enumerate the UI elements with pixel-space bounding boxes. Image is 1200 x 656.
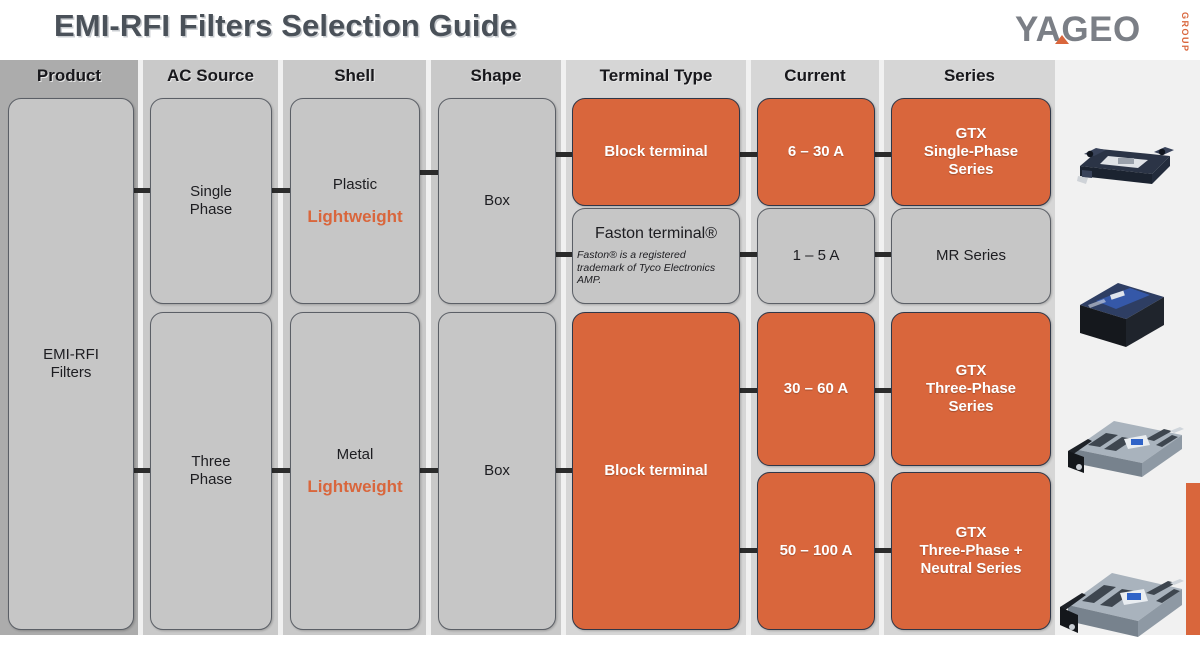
node-terminal-faston[interactable]: Faston terminal® Faston® is a registered…	[572, 208, 740, 304]
node-label: GTX Three-Phase + Neutral Series	[919, 523, 1023, 578]
filter-block-image	[1077, 147, 1174, 184]
connector-block2-to-30-60	[738, 388, 764, 393]
node-label: MR Series	[935, 246, 1006, 264]
connector-block-to-6-30	[738, 152, 764, 157]
connector-50-100-to-gtx-three-n	[869, 548, 897, 553]
node-series-gtx-three-phase-neutral[interactable]: GTX Three-Phase + Neutral Series	[891, 472, 1051, 630]
connector-shape-bottom-to-block2	[550, 468, 578, 473]
connector-three-to-metal	[268, 468, 294, 473]
node-current-50-100a[interactable]: 50 – 100 A	[757, 472, 875, 630]
connector-1-5-to-mr	[869, 252, 897, 257]
node-ac-source-three-phase[interactable]: Three Phase	[150, 312, 272, 630]
node-label: Box	[484, 191, 510, 209]
connector-shape-top-to-block	[550, 152, 578, 157]
connector-plastic-to-shape-top	[416, 170, 442, 175]
photo-mr-series	[1070, 275, 1174, 356]
connector-single-to-plastic	[268, 188, 294, 193]
node-terminal-block-bottom[interactable]: Block terminal	[572, 312, 740, 630]
node-ac-source-single-phase[interactable]: Single Phase	[150, 98, 272, 304]
logo-triangle-icon	[1055, 35, 1069, 44]
title-bar: EMI-RFI Filters Selection Guide YAGEO GR…	[0, 0, 1200, 60]
node-label: Three Phase	[189, 452, 233, 488]
faston-label: Faston terminal®	[594, 225, 718, 243]
photo-gtx-three-phase-neutral	[1050, 555, 1190, 656]
connector-product-to-three	[128, 468, 154, 473]
node-label: 6 – 30 A	[787, 142, 845, 160]
metal-case-filter-image	[1060, 573, 1184, 637]
page-title: EMI-RFI Filters Selection Guide	[54, 8, 517, 43]
column-header-ac-source: AC Source	[167, 66, 254, 85]
node-product-emi-rfi-filters[interactable]: EMI-RFI Filters	[8, 98, 134, 630]
node-shell-metal[interactable]: Metal Lightweight	[290, 312, 420, 630]
logo-wordmark: YAGEO	[1015, 10, 1141, 49]
connector-metal-to-shape-bottom	[416, 468, 442, 473]
logo-group-text: GROUP	[1180, 12, 1190, 53]
connector-product-to-single	[128, 188, 154, 193]
selection-guide-diagram: Product AC Source Shell Shape Terminal T…	[0, 60, 1200, 637]
photo-gtx-three-phase	[1058, 405, 1190, 496]
node-label: EMI-RFI Filters	[43, 345, 99, 381]
node-label: 50 – 100 A	[779, 541, 853, 559]
faston-trademark-note: Faston® is a registered trademark of Tyc…	[577, 249, 716, 287]
shell-material-label: Plastic	[332, 175, 378, 193]
column-header-shape: Shape	[470, 66, 522, 85]
shell-material-label: Metal	[336, 445, 374, 463]
shell-tag-label: Lightweight	[307, 476, 403, 496]
node-label: 1 – 5 A	[792, 246, 840, 264]
node-label: 30 – 60 A	[783, 379, 849, 397]
column-header-terminal-type: Terminal Type	[599, 66, 713, 85]
node-label: GTX Single-Phase Series	[923, 124, 1019, 179]
connector-30-60-to-gtx-three	[869, 388, 897, 393]
node-current-6-30a[interactable]: 6 – 30 A	[757, 98, 875, 206]
column-header-current: Current	[784, 66, 846, 85]
node-label: Box	[484, 461, 510, 479]
node-terminal-block-top[interactable]: Block terminal	[572, 98, 740, 206]
potted-module-image	[1080, 283, 1164, 347]
right-edge-orange-accent	[1186, 483, 1200, 635]
node-series-mr[interactable]: MR Series	[891, 208, 1051, 304]
node-label: Single Phase	[189, 182, 233, 218]
connector-block2-to-50-100	[738, 548, 764, 553]
column-header-series: Series	[943, 66, 996, 85]
node-label: GTX Three-Phase Series	[925, 361, 1017, 416]
node-label: Block terminal	[604, 142, 708, 160]
node-current-1-5a[interactable]: 1 – 5 A	[757, 208, 875, 304]
photo-gtx-single-phase	[1066, 126, 1182, 201]
shell-tag-label: Lightweight	[307, 206, 403, 226]
connector-6-30-to-gtx-single	[869, 152, 897, 157]
node-series-gtx-three-phase[interactable]: GTX Three-Phase Series	[891, 312, 1051, 466]
node-shell-plastic[interactable]: Plastic Lightweight	[290, 98, 420, 304]
yageo-logo: YAGEO GROUP	[1015, 8, 1190, 53]
node-label: Block terminal	[604, 461, 708, 479]
metal-case-filter-image	[1068, 421, 1184, 477]
node-current-30-60a[interactable]: 30 – 60 A	[757, 312, 875, 466]
connector-shape-top-to-faston	[550, 252, 578, 257]
connector-faston-to-1-5	[738, 252, 764, 257]
node-series-gtx-single-phase[interactable]: GTX Single-Phase Series	[891, 98, 1051, 206]
column-header-product: Product	[36, 66, 102, 85]
node-shape-box-top[interactable]: Box	[438, 98, 556, 304]
column-header-shell: Shell	[334, 66, 375, 85]
node-shape-box-bottom[interactable]: Box	[438, 312, 556, 630]
